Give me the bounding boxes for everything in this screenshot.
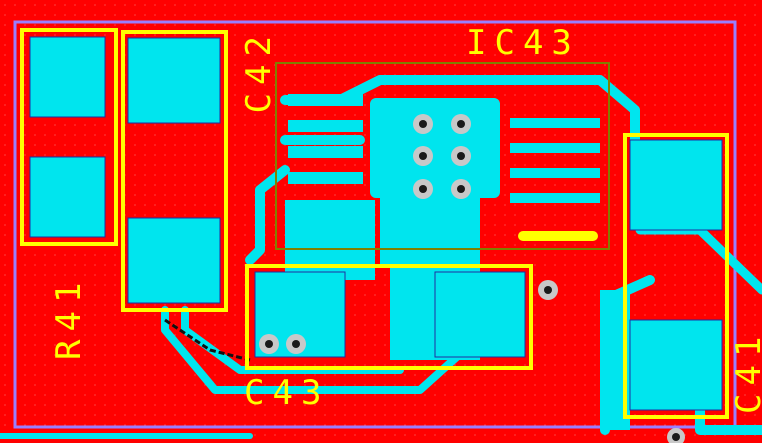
c43-pad-right-outline: [434, 271, 526, 358]
c42-pad-bottom: [128, 218, 220, 303]
ic-pin-pad-1: [288, 94, 363, 106]
via: [451, 146, 471, 166]
ic-pin-pad-4: [288, 172, 363, 184]
via: [538, 280, 558, 300]
c41-pad-top: [630, 140, 722, 230]
c42-pad-top: [128, 38, 220, 123]
c43-label: C43: [244, 373, 329, 413]
ic43-body-outline: [275, 62, 610, 250]
c43-pad-left-outline: [254, 271, 346, 358]
via: [413, 179, 433, 199]
ic-pin-pad-5: [510, 118, 600, 128]
c41-label: C41: [729, 329, 762, 414]
ic-pin-pad-7: [510, 168, 600, 178]
via: [413, 114, 433, 134]
c43-pad-right: [435, 272, 525, 357]
r41-pad-top-outline: [29, 36, 106, 118]
vias: [259, 114, 685, 443]
via: [259, 334, 279, 354]
r41-silkscreen-box[interactable]: [20, 28, 118, 246]
pad-outlines: [29, 36, 723, 411]
center-pour: [380, 195, 480, 265]
c42-silkscreen-box[interactable]: [121, 30, 228, 312]
via: [667, 428, 685, 443]
r41-pad-bottom-outline: [29, 156, 106, 238]
ic-pin-pad-2: [288, 120, 363, 132]
trace-diagonal-lower: [161, 306, 474, 394]
ic43-pin1-marker: [518, 231, 598, 241]
r41-label: R41: [49, 275, 89, 360]
ic-pin-pad-8: [510, 193, 600, 203]
r41-pad-top: [30, 37, 105, 117]
c42-pad-bottom-outline: [127, 217, 221, 304]
via: [451, 114, 471, 134]
c41-pad-top-outline: [629, 139, 723, 231]
ic-pin-pad-3: [288, 146, 363, 158]
ic43-label: IC43: [466, 23, 580, 63]
board-outline: [13, 20, 737, 429]
c42-pad-top-outline: [127, 37, 221, 124]
c41-pad-bottom: [630, 320, 722, 410]
c41-silkscreen-box[interactable]: [623, 133, 729, 419]
r41-pad-bottom: [30, 157, 105, 237]
ic-pin-pad-6: [510, 143, 600, 153]
via: [451, 179, 471, 199]
silkscreen: [20, 28, 729, 419]
c41-pad-bottom-outline: [629, 319, 723, 411]
via: [286, 334, 306, 354]
hatched-trace: [164, 318, 251, 362]
via: [413, 146, 433, 166]
trace-ic-pin4: [245, 165, 290, 265]
c42-label: C42: [239, 28, 279, 113]
c43-silkscreen-box[interactable]: [245, 264, 533, 370]
ic-thermal-pad: [370, 98, 500, 198]
